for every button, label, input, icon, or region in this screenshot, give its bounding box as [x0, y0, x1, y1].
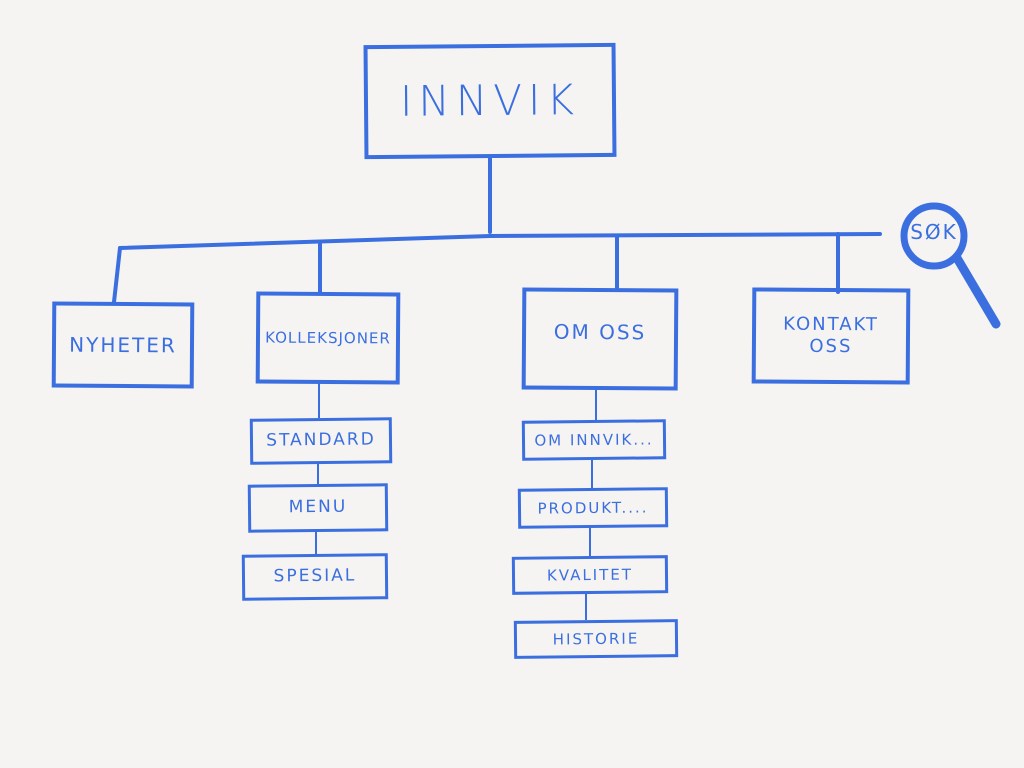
magnifier-icon [900, 202, 1001, 329]
child-spesial: SPESIAL [241, 553, 389, 601]
child-label: OM INNVIK... [534, 430, 654, 450]
child-menu: MENU [247, 483, 389, 533]
search-node: SØK [886, 202, 1016, 332]
child-kvalitet: KVALITET [511, 555, 669, 595]
section-label: NYHETER [69, 332, 177, 357]
section-label: KOLLEKSJONER [265, 328, 391, 348]
child-label: STANDARD [266, 429, 376, 451]
section-kolleksjoner: KOLLEKSJONER [255, 291, 401, 385]
child-om-innvik: OM INNVIK... [521, 419, 667, 461]
section-nyheter: NYHETER [51, 301, 195, 389]
child-label: PRODUKT.... [537, 498, 649, 518]
child-label: MENU [288, 497, 348, 518]
child-produkt: PRODUKT.... [517, 487, 669, 529]
section-label: OM OSS [553, 319, 647, 345]
search-label: SØK [910, 220, 958, 244]
root-node: INNVIK [363, 42, 617, 160]
child-label: KVALITET [546, 565, 634, 585]
child-label: SPESIAL [273, 565, 357, 587]
section-om-oss: OM OSS [521, 287, 679, 391]
section-label: KONTAKT OSS [783, 313, 880, 358]
child-historie: HISTORIE [513, 619, 679, 659]
child-label: HISTORIE [552, 629, 640, 649]
child-standard: STANDARD [249, 417, 393, 465]
root-label: INNVIK [399, 74, 581, 126]
